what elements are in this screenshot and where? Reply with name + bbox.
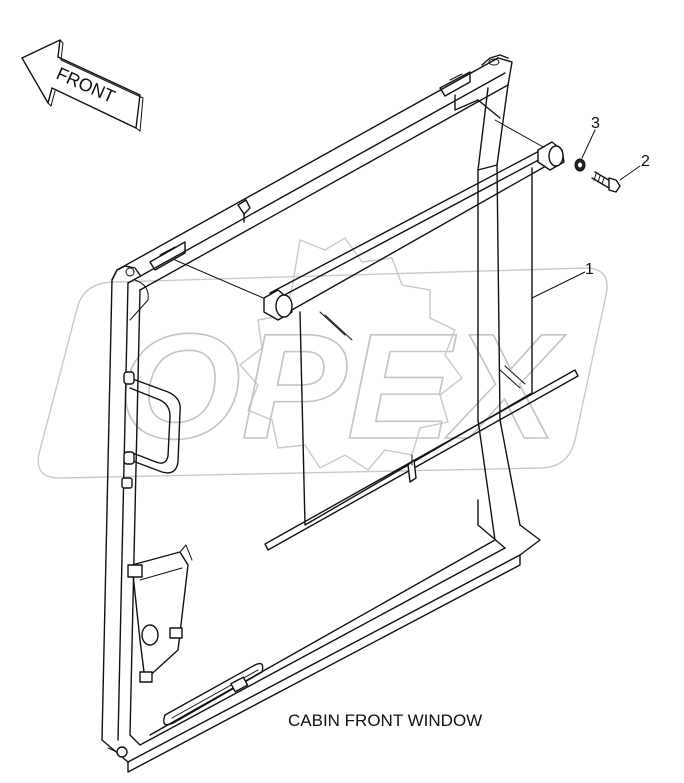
opex-watermark: OPEX	[37, 237, 608, 479]
callout-number-2: 2	[641, 153, 650, 170]
leader-line-1	[531, 271, 586, 299]
leader-line-2	[619, 165, 641, 181]
roller-blind	[174, 119, 579, 551]
cabin-frame	[101, 54, 541, 773]
leader-mount-right	[494, 119, 546, 149]
leader-mount-left	[174, 259, 269, 301]
screw-part	[591, 171, 621, 193]
watermark-box	[37, 267, 608, 479]
gear-watermark-icon	[238, 237, 463, 471]
callout-number-1: 1	[585, 261, 594, 278]
callout-number-3: 3	[591, 115, 600, 132]
front-arrow-icon: FRONT	[21, 39, 144, 132]
leader-line-3	[581, 129, 596, 159]
callout-1: 1	[531, 261, 594, 299]
diagram-caption: CABIN FRONT WINDOW	[288, 711, 482, 730]
callout-3: 3	[581, 115, 600, 159]
watermark-text: OPEX	[118, 302, 566, 470]
washer-part	[574, 158, 586, 172]
callout-2: 2	[619, 153, 650, 181]
